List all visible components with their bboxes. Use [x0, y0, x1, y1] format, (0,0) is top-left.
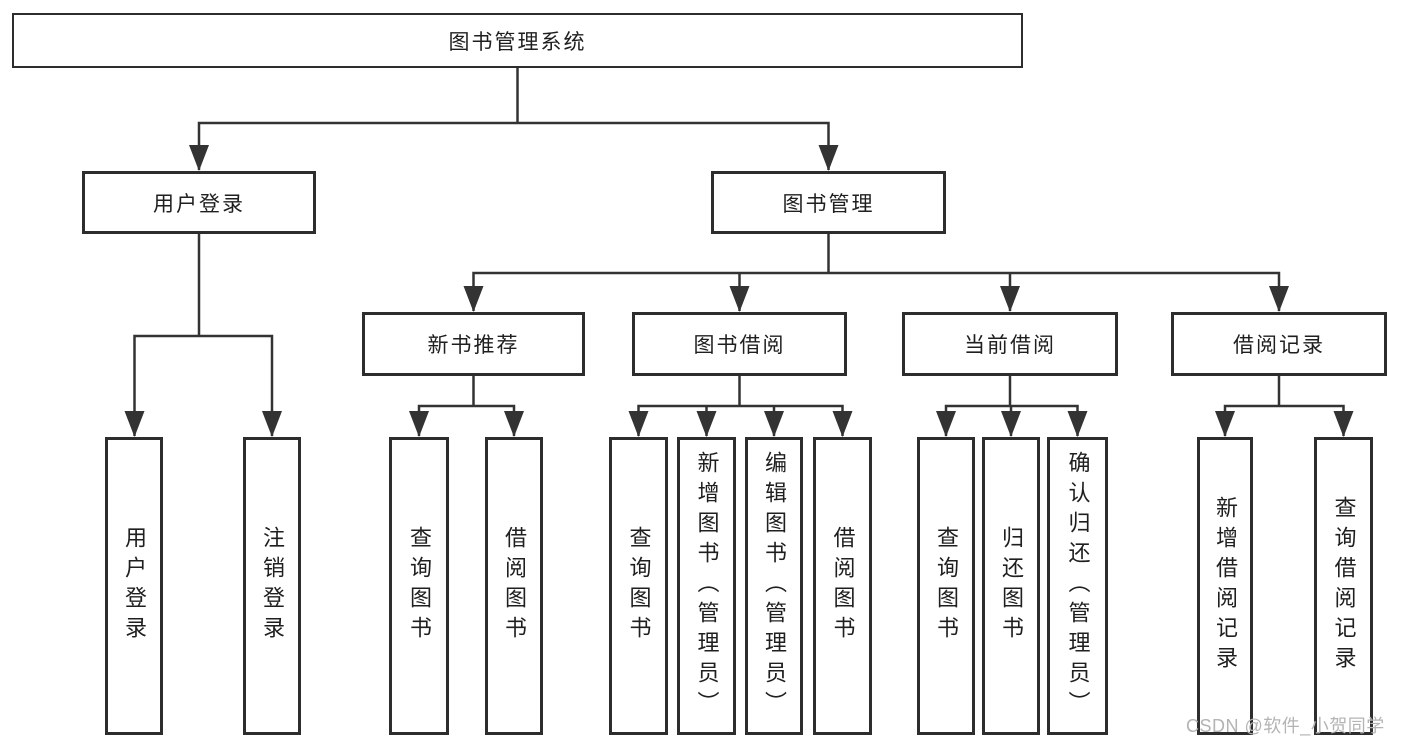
connector-new-book-recommend: [417, 375, 516, 436]
node-borrow-records: 借阅记录: [1171, 312, 1387, 376]
leaf-label: 编辑图书（管理员）: [762, 451, 787, 721]
connector-user-login: [133, 234, 274, 436]
node-leaf-query-books: 查询图书: [609, 437, 668, 735]
node-library-system: 图书管理系统: [12, 13, 1023, 68]
node-leaf-return-books: 归还图书: [982, 437, 1040, 735]
node-leaf-query-borrow-record: 查询借阅记录: [1314, 437, 1373, 735]
node-leaf-add-books-admin: 新增图书（管理员）: [677, 437, 736, 735]
leaf-label: 查询图书: [934, 526, 959, 646]
arrow-down-icons: [124, 145, 1354, 437]
connector-book-management: [472, 234, 1281, 311]
connector-borrow-records: [1223, 375, 1345, 436]
node-user-login: 用户登录: [82, 171, 316, 234]
leaf-label: 借阅图书: [830, 526, 856, 646]
leaf-label: 归还图书: [999, 526, 1024, 646]
node-leaf-add-borrow-record: 新增借阅记录: [1197, 437, 1253, 735]
leaf-label: 确认归还（管理员）: [1065, 451, 1091, 721]
node-new-book-recommend: 新书推荐: [362, 312, 585, 376]
leaf-label: 查询图书: [407, 526, 432, 646]
node-leaf-borrow-books: 借阅图书: [485, 437, 543, 735]
connector-book-borrow: [637, 375, 844, 436]
leaf-label: 借阅图书: [502, 526, 527, 646]
leaf-label: 注销登录: [260, 526, 285, 646]
node-book-borrow: 图书借阅: [632, 312, 847, 376]
node-leaf-borrow-books: 借阅图书: [813, 437, 872, 735]
node-current-borrow: 当前借阅: [902, 312, 1118, 376]
node-leaf-logout: 注销登录: [243, 437, 301, 735]
leaf-label: 新增图书（管理员）: [694, 451, 720, 721]
node-leaf-user-login: 用户登录: [105, 437, 163, 735]
node-book-management: 图书管理: [711, 171, 946, 234]
leaf-label: 用户登录: [122, 526, 147, 646]
node-leaf-query-books: 查询图书: [389, 437, 449, 735]
node-leaf-query-books: 查询图书: [917, 437, 975, 735]
leaf-label: 查询借阅记录: [1331, 496, 1357, 676]
watermark-text: CSDN @软件_小贺同学: [1186, 716, 1385, 736]
leaf-label: 新增借阅记录: [1213, 496, 1238, 676]
node-leaf-confirm-return-admin: 确认归还（管理员）: [1047, 437, 1108, 735]
leaf-label: 查询图书: [626, 526, 652, 646]
connector-root: [197, 66, 830, 170]
node-leaf-edit-books-admin: 编辑图书（管理员）: [745, 437, 803, 735]
